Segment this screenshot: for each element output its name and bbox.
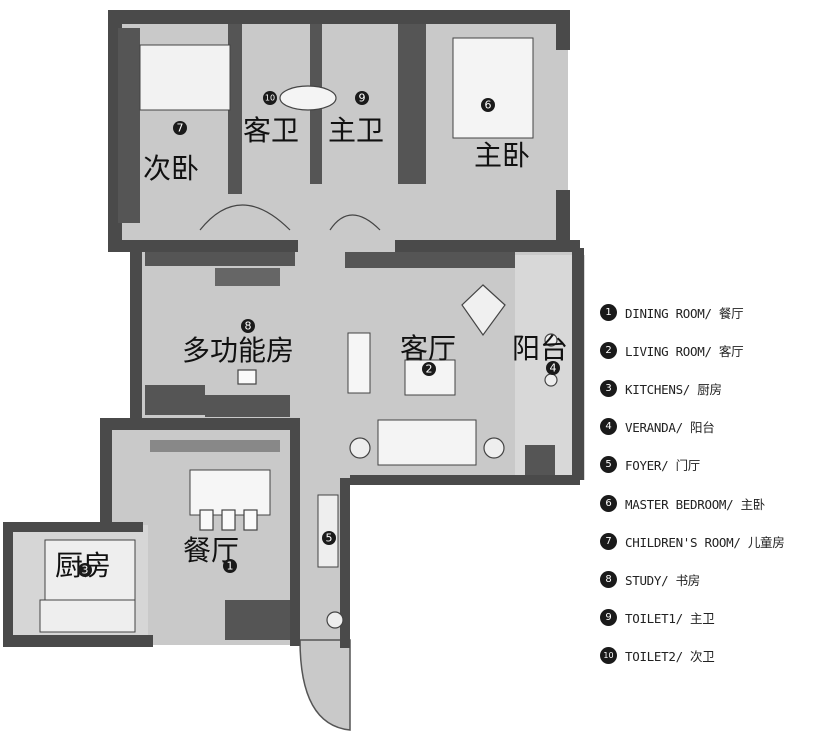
marker-5: 5 [326, 532, 333, 545]
furniture [199, 85, 558, 629]
room-label-zhuwei: 主卫 [328, 114, 384, 147]
room-label-duogongnengfang: 多功能房 [182, 334, 294, 367]
marker-6: 6 [485, 99, 492, 112]
legend-number: 2 [600, 341, 617, 359]
legend-label: STUDY/ 书房 [625, 572, 700, 588]
legend-item: 4 VERANDA/ 阳台 [600, 408, 814, 446]
legend-item: 10 TOILET2/ 次卫 [600, 637, 814, 675]
room-label-keting: 客厅 [400, 332, 456, 365]
legend-item: 2 LIVING ROOM/ 客厅 [600, 331, 814, 369]
legend-label: TOILET1/ 主卫 [625, 611, 715, 627]
room-markers: 1 2 3 4 5 6 7 8 9 10 [78, 91, 560, 577]
legend-label: KITCHENS/ 厨房 [625, 381, 722, 397]
legend-item: 6 MASTER BEDROOM/ 主卧 [600, 484, 814, 522]
marker-1: 1 [227, 560, 234, 573]
legend-item: 9 TOILET1/ 主卫 [600, 599, 814, 637]
legend-number: 9 [600, 609, 617, 627]
marker-4: 4 [550, 362, 557, 375]
legend-item: 7 CHILDREN'S ROOM/ 儿童房 [600, 522, 814, 560]
legend-label: CHILDREN'S ROOM/ 儿童房 [625, 534, 785, 550]
marker-9: 9 [359, 92, 366, 105]
room-label-kewei: 客卫 [243, 114, 299, 147]
legend-number: 1 [600, 303, 617, 321]
legend-label: VERANDA/ 阳台 [625, 420, 715, 436]
legend-label: LIVING ROOM/ 客厅 [625, 343, 744, 359]
marker-2: 2 [426, 363, 433, 376]
room-legend: 1 DINING ROOM/ 餐厅 2 LIVING ROOM/ 客厅 3 KITCH… [600, 293, 814, 675]
legend-item: 5 FOYER/ 门厅 [600, 446, 814, 484]
legend-number: 8 [600, 570, 617, 588]
legend-number: 7 [600, 532, 617, 550]
marker-7: 7 [177, 122, 184, 135]
room-fills [39, 37, 534, 633]
legend-item: 3 KITCHENS/ 厨房 [600, 369, 814, 407]
legend-item: 8 STUDY/ 书房 [600, 560, 814, 598]
floor-plan: 次卧 客卫 主卫 主卧 多功能房 客厅 阳台 餐厅 厨房 1 2 3 4 5 6… [3, 10, 585, 731]
legend-number: 3 [600, 379, 617, 397]
legend-label: MASTER BEDROOM/ 主卧 [625, 496, 766, 512]
marker-8: 8 [245, 320, 252, 333]
room-label-yangtai: 阳台 [512, 332, 568, 365]
legend-number: 10 [600, 647, 617, 665]
legend-label: DINING ROOM/ 餐厅 [625, 305, 744, 321]
marker-10: 10 [265, 94, 275, 103]
exterior-walls [3, 10, 584, 648]
legend-item: 1 DINING ROOM/ 餐厅 [600, 293, 814, 331]
marker-3: 3 [82, 564, 89, 577]
room-label-zhuwo: 主卧 [474, 139, 530, 172]
legend-number: 6 [600, 494, 617, 512]
room-label-ciwo: 次卧 [143, 152, 199, 185]
legend-label: TOILET2/ 次卫 [625, 649, 715, 665]
legend-number: 4 [600, 418, 617, 436]
legend-number: 5 [600, 456, 617, 474]
legend-label: FOYER/ 门厅 [625, 458, 700, 474]
